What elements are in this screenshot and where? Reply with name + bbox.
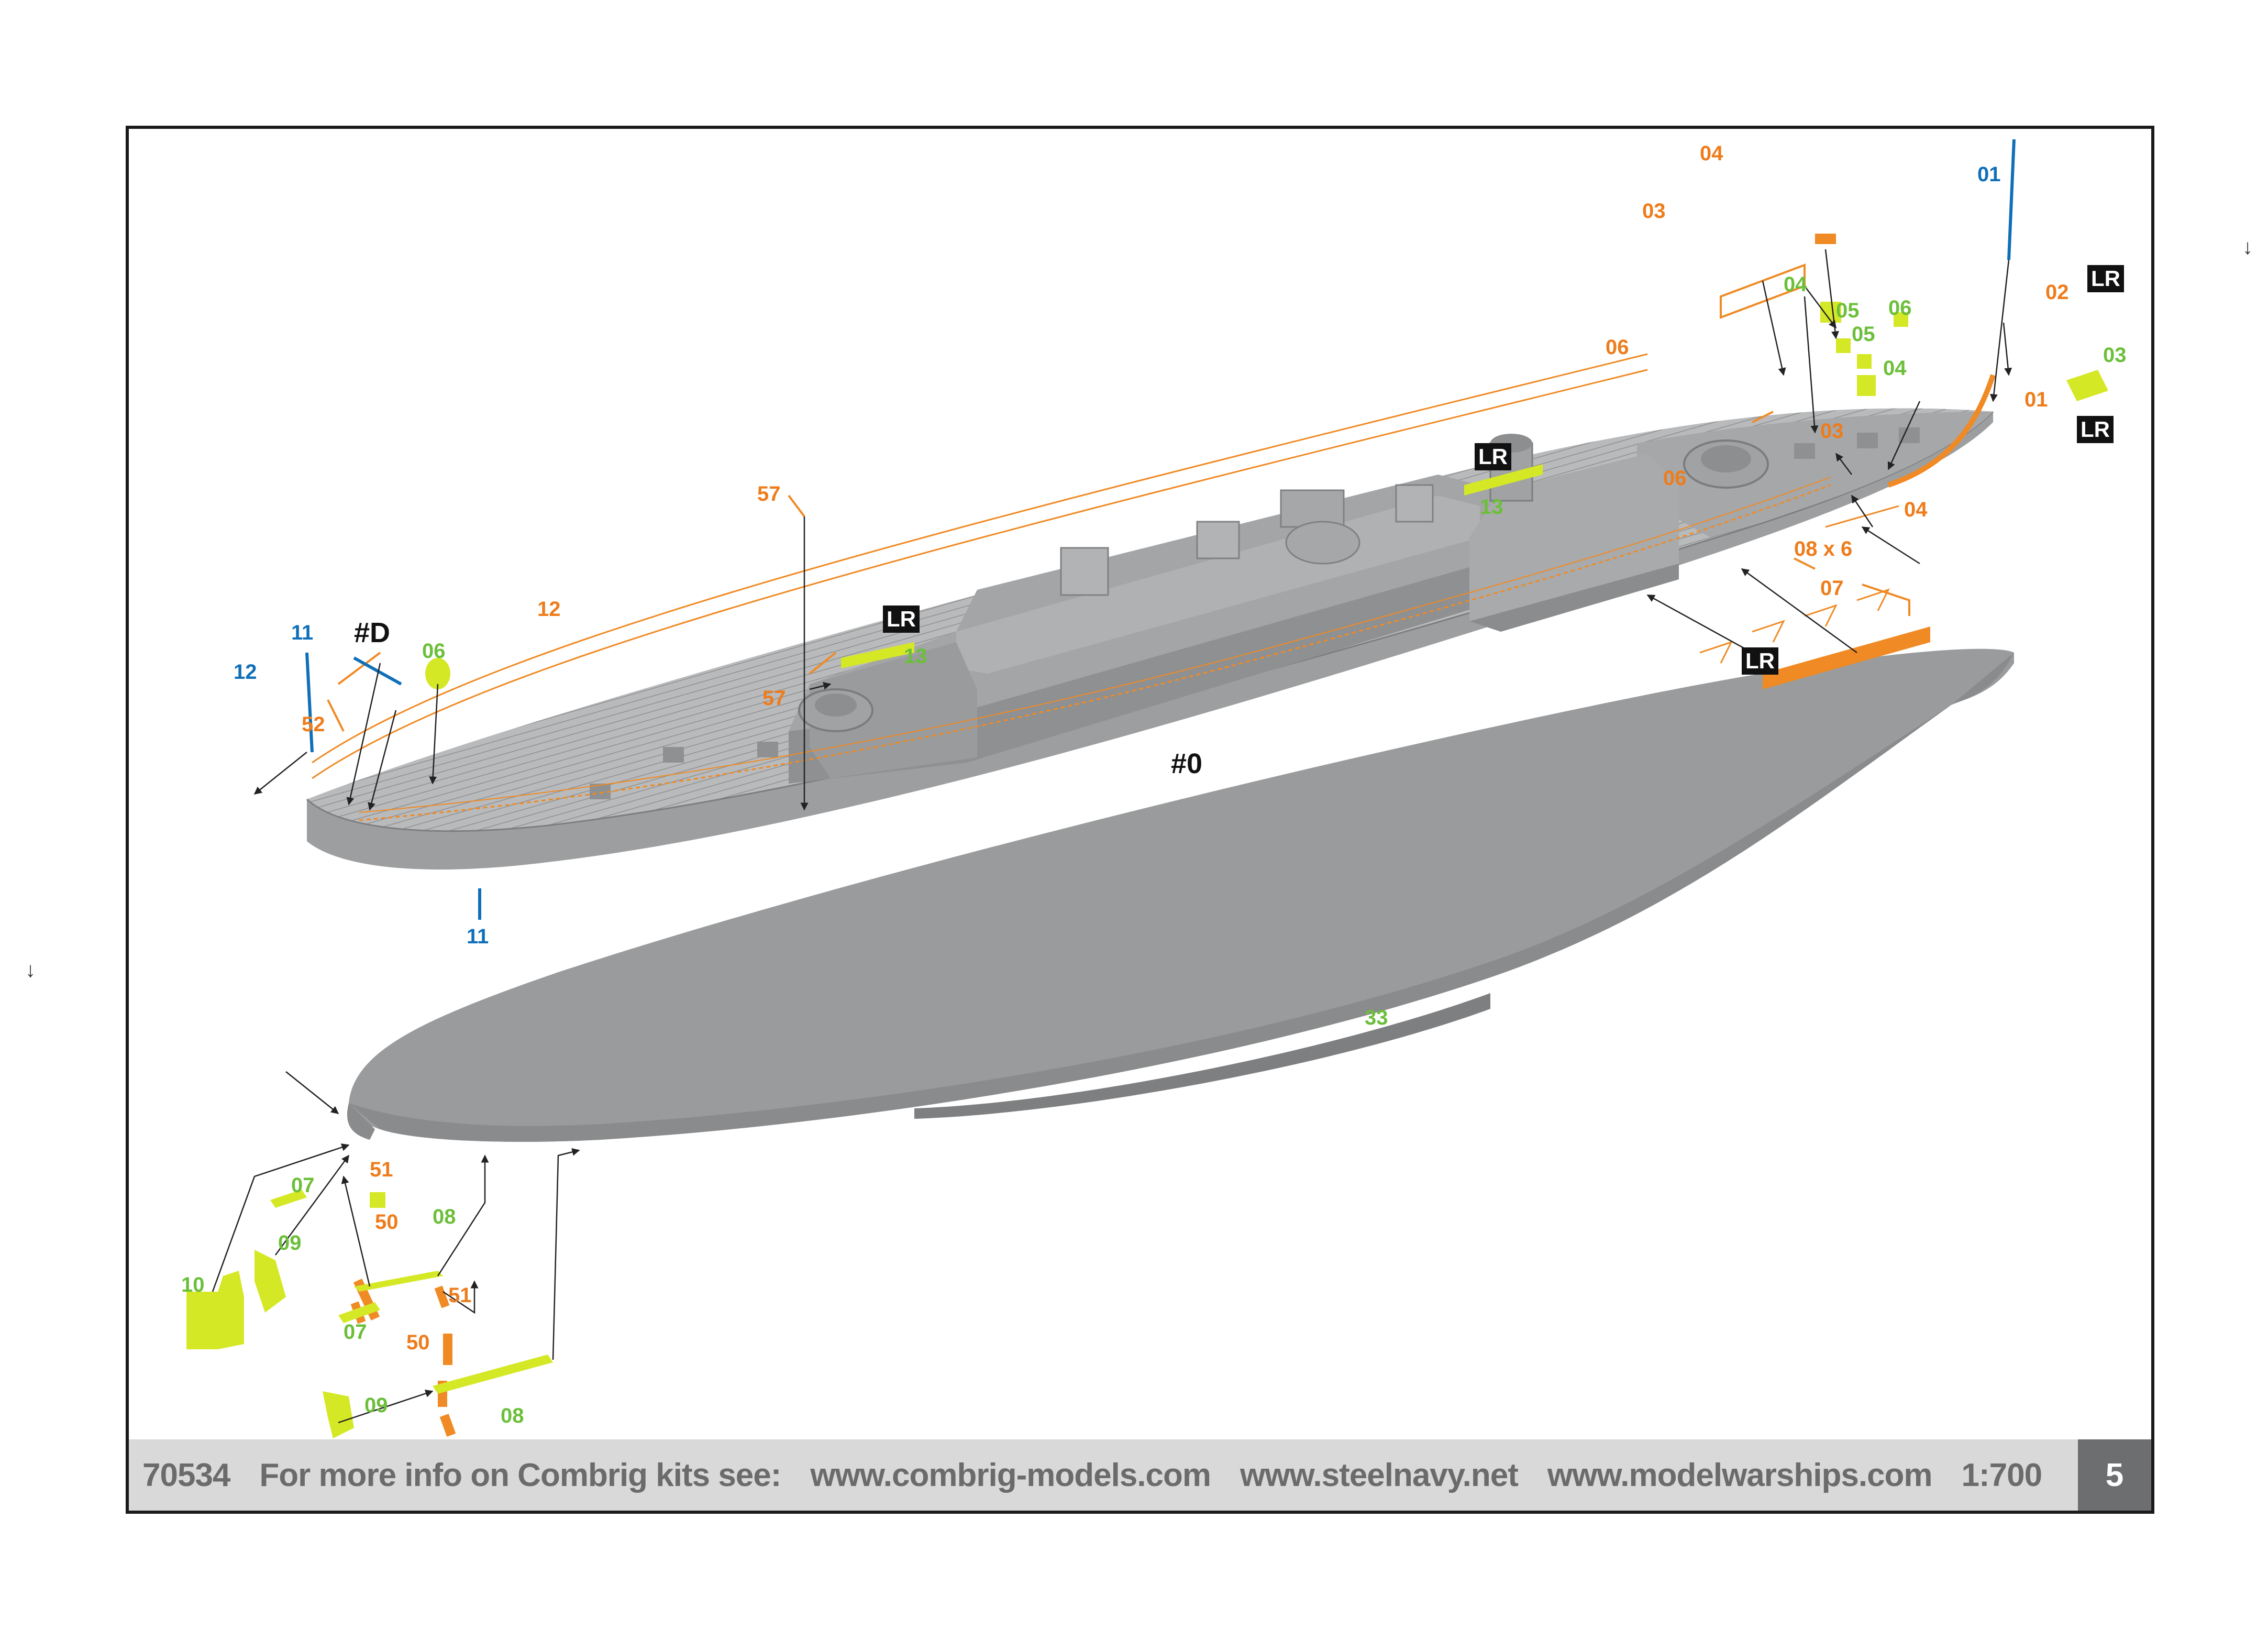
lr-tag-bow: LR bbox=[2077, 416, 2114, 443]
svg-text:LR: LR bbox=[2081, 417, 2110, 442]
label-g06-a: 06 bbox=[1888, 296, 1912, 320]
lr-tag-bridge: LR bbox=[1475, 443, 1511, 470]
label-hash-0: #0 bbox=[1171, 748, 1202, 779]
label-o02: 02 bbox=[2045, 281, 2069, 304]
label-g05-a: 05 bbox=[1836, 299, 1860, 322]
label-g05-b: 05 bbox=[1852, 323, 1875, 346]
label-g08-a: 08 bbox=[433, 1205, 456, 1228]
wire-parts-blue bbox=[305, 139, 2016, 920]
label-g07-a: 07 bbox=[291, 1174, 315, 1197]
label-o51-a: 51 bbox=[370, 1158, 393, 1181]
lr-tag-top-right: LR bbox=[2087, 265, 2124, 292]
left-margin-arrow: ↓ bbox=[25, 959, 36, 982]
page-footer: 70534 For more info on Combrig kits see:… bbox=[129, 1439, 2151, 1511]
label-o01: 01 bbox=[2024, 388, 2048, 411]
orange-part-labels: 04 03 06 02 01 03 04 06 08 x 6 07 57 57 … bbox=[302, 142, 2069, 1354]
label-g03: 03 bbox=[2103, 344, 2127, 367]
label-g13-b: 13 bbox=[904, 645, 927, 668]
label-g09-a: 09 bbox=[278, 1231, 302, 1254]
label-o50-a: 50 bbox=[375, 1210, 399, 1234]
label-o52: 52 bbox=[302, 713, 325, 736]
website-steelnavy[interactable]: www.steelnavy.net bbox=[1240, 1457, 1519, 1493]
label-g10: 10 bbox=[181, 1273, 205, 1296]
assembly-diagram: LR LR LR LR LR #0 #D 04 03 bbox=[181, 139, 2127, 1438]
page-number: 5 bbox=[2078, 1439, 2151, 1511]
label-b11-b: 11 bbox=[467, 925, 489, 948]
lr-tag-aft: LR bbox=[883, 606, 920, 633]
label-b11-a: 11 bbox=[291, 621, 313, 644]
blue-part-labels: 01 11 12 11 bbox=[234, 163, 2001, 948]
website-combrig[interactable]: www.combrig-models.com bbox=[810, 1457, 1211, 1493]
label-o03-right: 03 bbox=[1820, 420, 1844, 443]
label-g09-b: 09 bbox=[364, 1394, 388, 1417]
website-modelwarships[interactable]: www.modelwarships.com bbox=[1547, 1457, 1933, 1493]
label-o04-top: 04 bbox=[1700, 142, 1723, 165]
label-o03-top: 03 bbox=[1642, 200, 1666, 223]
label-g04-a: 04 bbox=[1784, 273, 1807, 296]
lower-hull-part-33 bbox=[347, 648, 2014, 1142]
assembly-arrows bbox=[212, 249, 2012, 1424]
label-o08x6: 08 x 6 bbox=[1794, 537, 1852, 560]
label-o04-right: 04 bbox=[1904, 498, 1928, 521]
label-o07: 07 bbox=[1820, 577, 1844, 600]
resin-parts-green bbox=[186, 302, 2108, 1438]
label-o06-left: 06 bbox=[1606, 336, 1629, 359]
instruction-page-frame: LR LR LR LR LR #0 #D 04 03 bbox=[126, 126, 2154, 1514]
lr-tag-side-strip: LR bbox=[1742, 647, 1778, 675]
label-g04-b: 04 bbox=[1883, 357, 1907, 380]
label-g06-b: 06 bbox=[422, 640, 446, 663]
label-o57-mid: 57 bbox=[762, 687, 786, 710]
svg-text:LR: LR bbox=[1745, 648, 1775, 673]
lr-tags: LR LR LR LR LR bbox=[883, 265, 2124, 675]
info-text: For more info on Combrig kits see: bbox=[259, 1457, 781, 1493]
kit-number: 70534 bbox=[142, 1457, 230, 1493]
label-o51-b: 51 bbox=[448, 1284, 472, 1307]
upper-hull-assembly-0 bbox=[306, 353, 1994, 870]
svg-text:LR: LR bbox=[2091, 266, 2120, 291]
label-o12: 12 bbox=[537, 598, 561, 621]
label-g07-b: 07 bbox=[344, 1320, 367, 1344]
label-b01: 01 bbox=[1977, 163, 2001, 186]
green-part-labels: 04 05 06 05 04 03 13 13 06 07 08 09 10 0… bbox=[181, 273, 2127, 1427]
label-o50-b: 50 bbox=[406, 1331, 430, 1354]
label-g08-b: 08 bbox=[501, 1404, 524, 1427]
svg-text:LR: LR bbox=[887, 607, 916, 631]
svg-text:LR: LR bbox=[1478, 444, 1508, 469]
footer-text: 70534 For more info on Combrig kits see:… bbox=[129, 1457, 2042, 1494]
label-hash-d: #D bbox=[354, 617, 390, 648]
scale: 1:700 bbox=[1961, 1457, 2043, 1493]
label-o57-top: 57 bbox=[757, 482, 781, 505]
label-b12: 12 bbox=[234, 661, 257, 684]
label-g33: 33 bbox=[1365, 1006, 1388, 1029]
label-o06-mid: 06 bbox=[1663, 467, 1687, 490]
right-margin-arrow: ↓ bbox=[2242, 236, 2253, 259]
label-g13-a: 13 bbox=[1480, 496, 1503, 519]
